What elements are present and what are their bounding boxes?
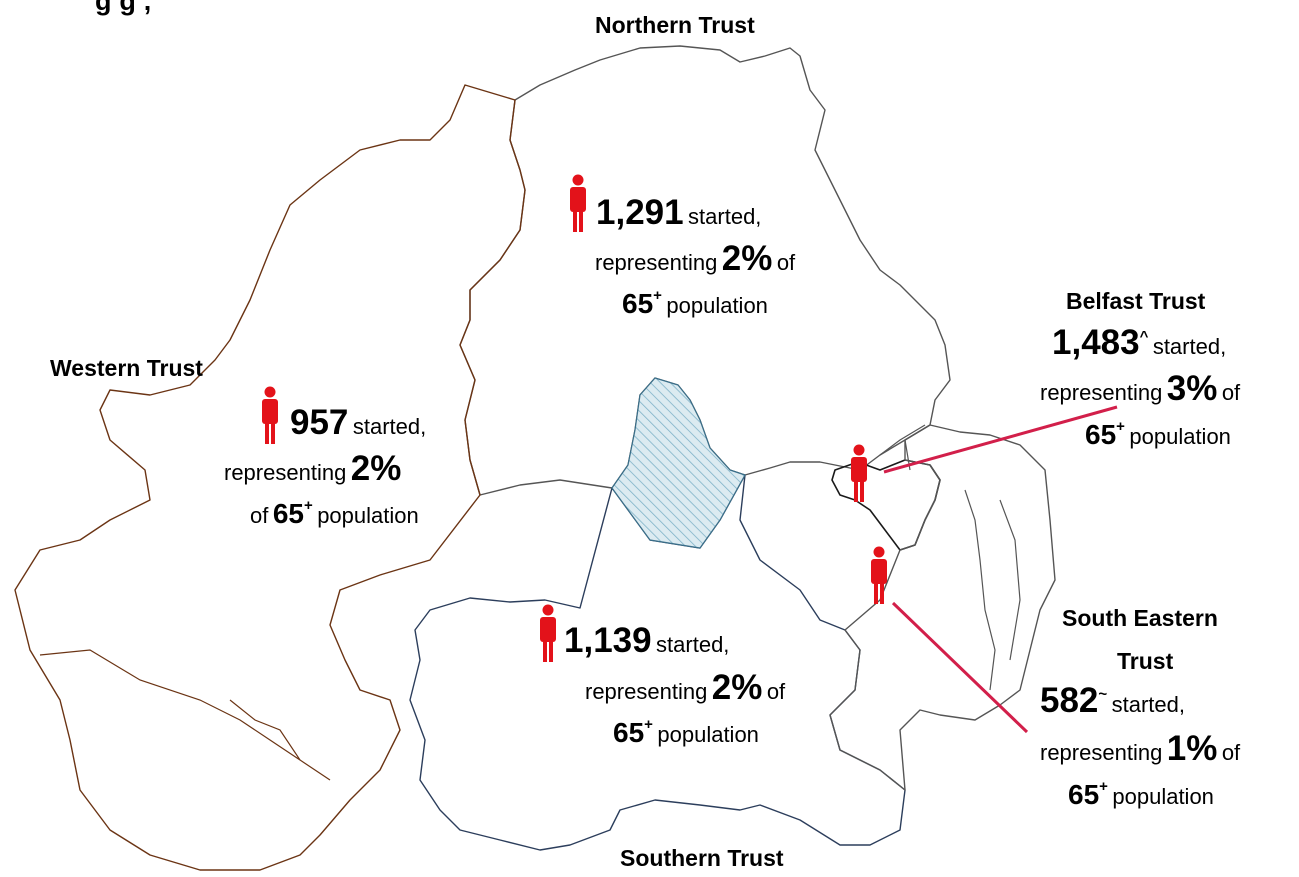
south-eastern-leader-line <box>891 601 1029 734</box>
south-eastern-trust-name-line1: South Eastern <box>1062 605 1218 631</box>
belfast-trust-stat: 1,483^ started, <box>1052 322 1226 365</box>
belfast-count-sup: ^ <box>1139 328 1149 345</box>
belfast-representing-line: representing 3% of <box>1040 368 1240 411</box>
belfast-age-sup: + <box>1116 418 1125 435</box>
south-eastern-started: started, <box>1111 692 1185 717</box>
southern-age: 65 <box>613 717 645 748</box>
western-representing-line: representing 2% <box>224 448 401 491</box>
northern-count: 1,291 <box>596 193 684 232</box>
western-trust-name: Western Trust <box>50 355 203 381</box>
western-population: population <box>317 503 419 528</box>
western-percent: 2% <box>350 449 402 488</box>
south-eastern-population: population <box>1112 784 1214 809</box>
strangford-lough <box>964 489 1021 691</box>
belfast-started: started, <box>1152 334 1227 359</box>
western-started: started, <box>352 414 427 439</box>
person-icon <box>851 444 867 502</box>
northern-of: of <box>776 250 796 275</box>
northern-trust-stat: 1,291 started, <box>596 192 761 235</box>
belfast-percent: 3% <box>1166 369 1218 408</box>
person-icon <box>871 546 887 604</box>
southern-population-line: 65+ population <box>613 716 759 750</box>
southern-population: population <box>657 722 759 747</box>
western-trust-region <box>14 84 526 871</box>
northern-age-sup: + <box>653 287 662 304</box>
belfast-of: of <box>1221 380 1241 405</box>
lough-neagh <box>611 377 746 549</box>
map-title-fragment: g g , <box>95 0 152 16</box>
belfast-leader-line <box>883 405 1118 474</box>
south-eastern-age: 65 <box>1068 779 1100 810</box>
northern-percent: 2% <box>721 239 773 278</box>
northern-population: population <box>666 293 768 318</box>
south-eastern-population-line: 65+ population <box>1068 778 1214 812</box>
belfast-representing: representing <box>1040 380 1163 405</box>
western-age-sup: + <box>303 497 313 514</box>
south-eastern-trust-region <box>829 424 1056 791</box>
southern-trust-name: Southern Trust <box>620 845 784 871</box>
northern-representing: representing <box>595 250 718 275</box>
southern-count: 1,139 <box>564 621 652 660</box>
south-eastern-age-sup: + <box>1099 778 1108 795</box>
belfast-count: 1,483 <box>1052 323 1140 362</box>
south-eastern-representing-line: representing 1% of <box>1040 728 1240 771</box>
southern-of: of <box>766 679 786 704</box>
southern-age-sup: + <box>644 716 653 733</box>
south-eastern-percent: 1% <box>1166 729 1218 768</box>
northern-representing-line: representing 2% of <box>595 238 795 281</box>
south-eastern-trust-stat: 582~ started, <box>1040 680 1185 723</box>
southern-percent: 2% <box>711 668 763 707</box>
western-age: 65 <box>272 498 304 529</box>
western-population-line: of 65+ population <box>250 497 419 531</box>
belfast-population-line: 65+ population <box>1085 418 1231 452</box>
belfast-age: 65 <box>1085 419 1117 450</box>
south-eastern-trust-name-line2: Trust <box>1117 648 1174 674</box>
northern-trust-name: Northern Trust <box>595 12 755 38</box>
southern-started: started, <box>656 632 730 657</box>
south-eastern-count-sup: ~ <box>1098 686 1108 703</box>
northern-age: 65 <box>622 288 654 319</box>
northern-started: started, <box>688 204 762 229</box>
belfast-trust-name: Belfast Trust <box>1066 288 1206 314</box>
belfast-population: population <box>1129 424 1231 449</box>
south-eastern-of: of <box>1221 740 1241 765</box>
person-icon <box>570 174 586 232</box>
southern-representing: representing <box>585 679 708 704</box>
western-count: 957 <box>290 403 349 442</box>
northern-population-line: 65+ population <box>622 287 768 321</box>
western-of: of <box>250 503 269 528</box>
southern-trust-stat: 1,139 started, <box>564 620 729 663</box>
south-eastern-count: 582 <box>1040 681 1099 720</box>
western-trust-stat: 957 started, <box>290 402 426 445</box>
person-icon <box>540 604 556 662</box>
southern-representing-line: representing 2% of <box>585 667 785 710</box>
south-eastern-representing: representing <box>1040 740 1163 765</box>
western-representing: representing <box>224 460 347 485</box>
person-icon <box>262 386 278 444</box>
western-coast-detail <box>39 649 331 781</box>
